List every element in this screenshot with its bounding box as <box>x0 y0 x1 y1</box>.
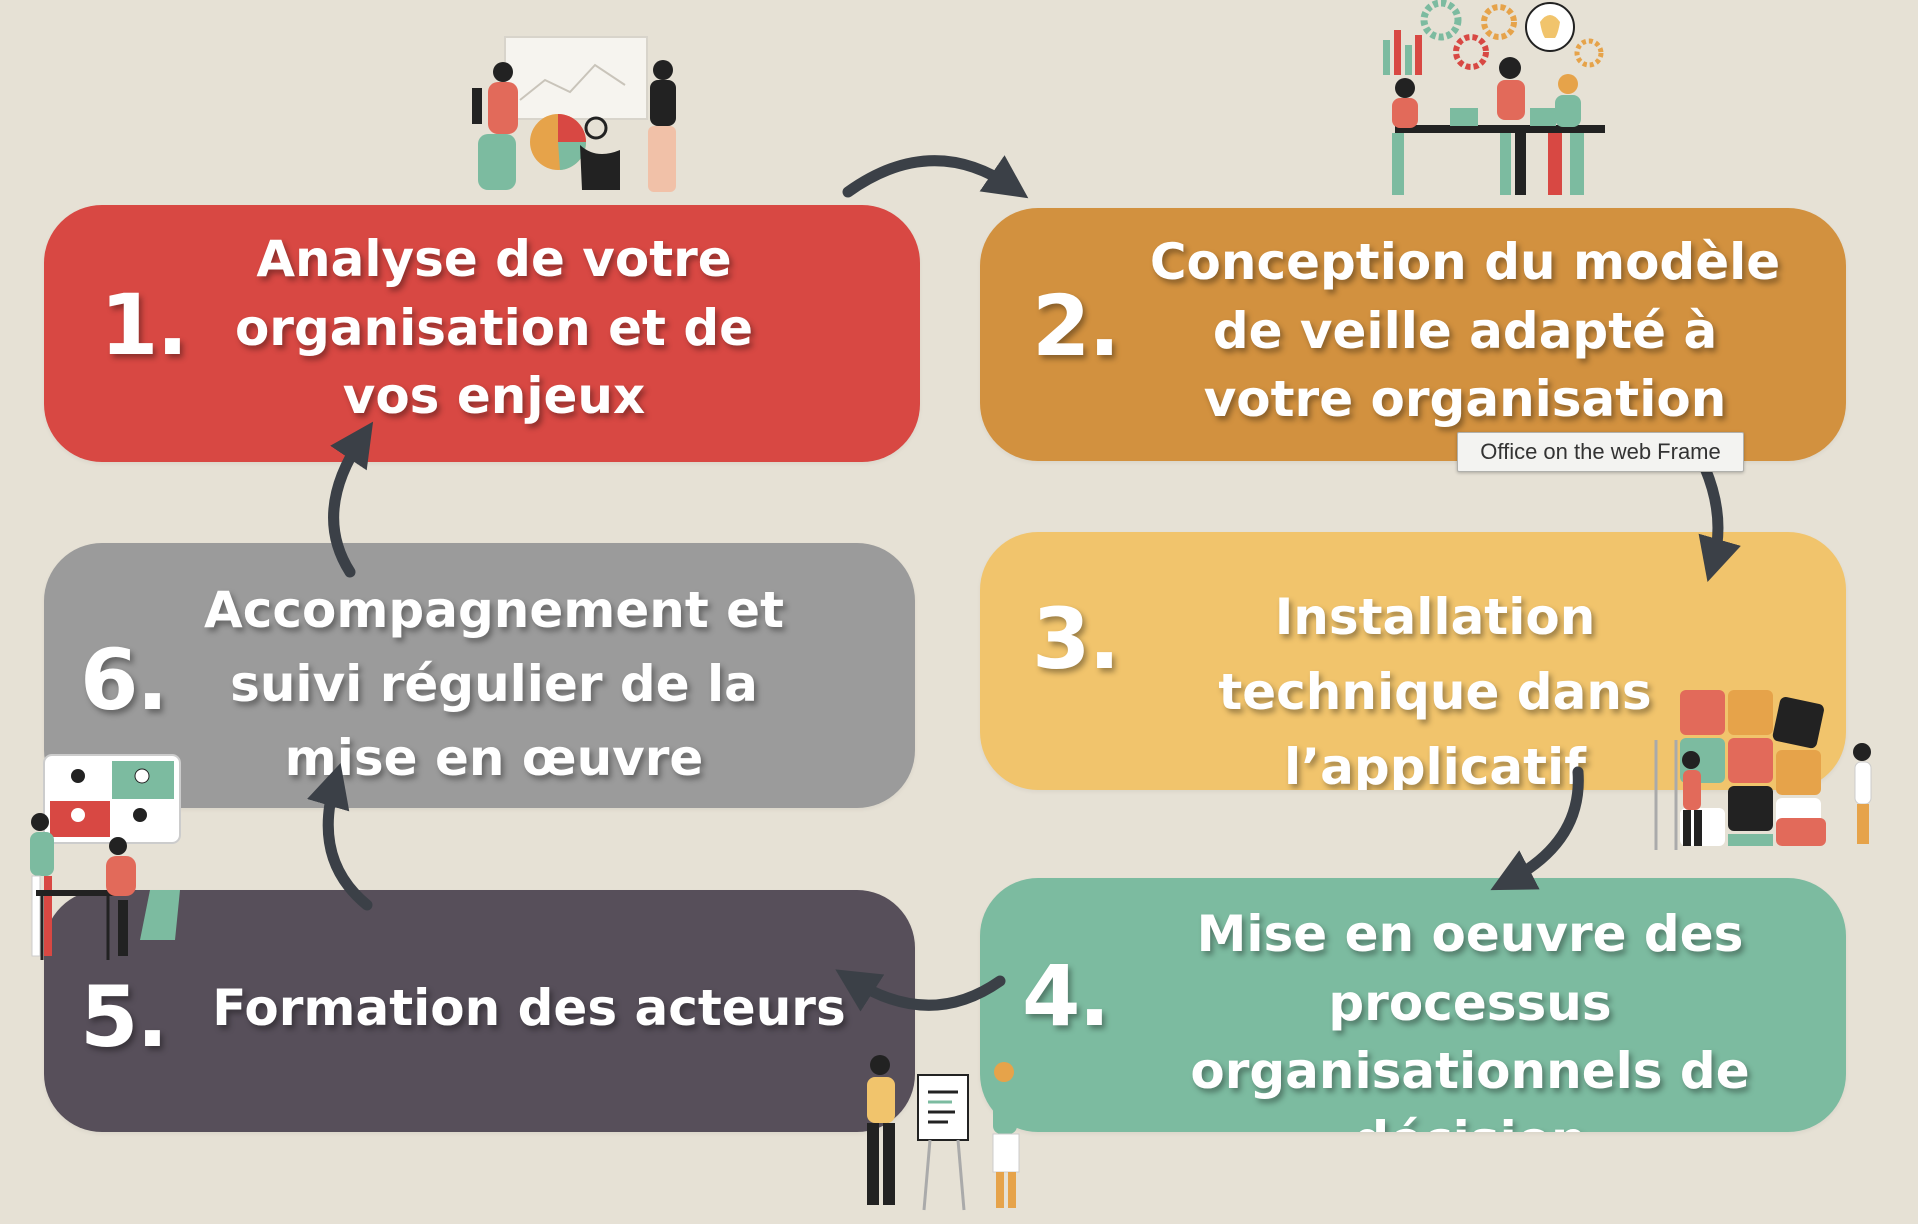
video-call-illustration <box>30 754 181 960</box>
step-4-number: 4. <box>1022 947 1110 1045</box>
team-analysis-illustration <box>472 36 676 192</box>
step-6-number: 6. <box>80 631 168 729</box>
step-4-box: 4. Mise en oeuvre des processus organisa… <box>980 878 1846 1132</box>
step-2-label: Conception du modèle de veille adapté à … <box>1149 233 1781 428</box>
step-2-box: 2. Conception du modèle de veille adapté… <box>980 208 1846 461</box>
team-meeting-illustration <box>1383 0 1605 195</box>
step-3-number: 3. <box>1032 590 1120 688</box>
step-6-label: Accompagnement et suivi régulier de la m… <box>204 581 784 787</box>
step-4-label: Mise en oeuvre des processus organisatio… <box>1190 905 1750 1132</box>
arrow-3-to-4 <box>1490 766 1584 891</box>
step-1-label: Analyse de votre organisation et de vos … <box>234 230 754 425</box>
step-1-number: 1. <box>100 276 188 374</box>
step-5-box: 5. Formation des acteurs <box>44 890 915 1132</box>
step-6-box: 6. Accompagnement et suivi régulier de l… <box>44 543 915 808</box>
step-3-label: Installation technique dans l’applicatif <box>1218 588 1652 790</box>
puzzle-team-illustration <box>1654 690 1872 850</box>
step-5-label: Formation des acteurs <box>212 979 846 1037</box>
step-2-number: 2. <box>1032 277 1120 375</box>
step-1-box: 1. Analyse de votre organisation et de v… <box>44 205 920 462</box>
presentation-illustration <box>867 1055 1020 1211</box>
arrow-2-to-3 <box>1698 462 1741 583</box>
step-5-number: 5. <box>80 968 168 1066</box>
arrow-6-to-1 <box>328 421 374 578</box>
arrow-5-to-6 <box>307 763 373 911</box>
office-frame-tooltip: Office on the web Frame <box>1457 432 1744 472</box>
arrow-1-to-2 <box>842 155 1029 199</box>
arrow-4-to-5 <box>835 969 1006 1012</box>
